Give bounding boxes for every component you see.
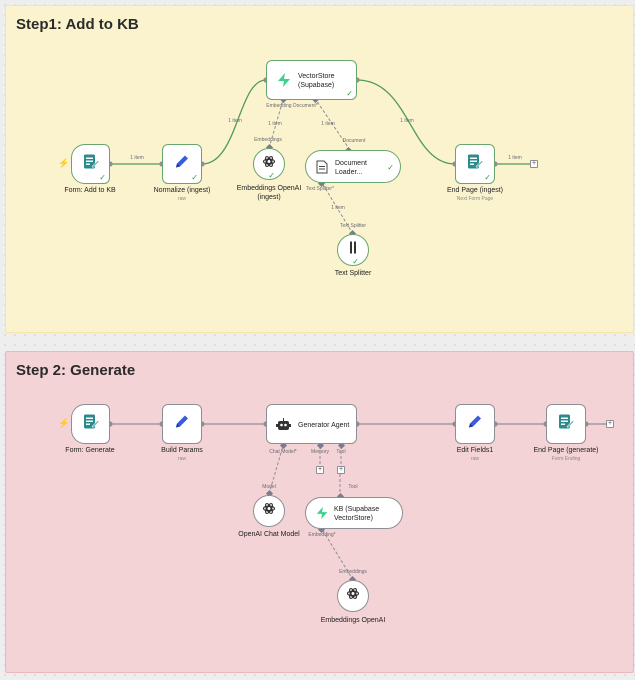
wire-label: 1 item <box>268 121 282 127</box>
success-check-icon: ✓ <box>484 173 491 182</box>
port-label: Text Splitter <box>339 223 367 229</box>
node-generator-agent[interactable]: Generator Agent <box>266 404 357 444</box>
supabase-icon <box>276 72 292 93</box>
node-sublabel: Next Form Page <box>456 196 494 202</box>
port-label: Document <box>342 138 366 144</box>
node-label: End Page (generate) <box>533 447 599 454</box>
node-label: VectorStore (Supabase) <box>298 73 335 89</box>
openai-icon <box>262 502 276 521</box>
trigger-bolt-icon: ⚡ <box>58 418 70 428</box>
node-kb-supabase-vectorstore[interactable]: KB (Supabase VectorStore) <box>305 497 403 529</box>
success-check-icon: ✓ <box>99 173 106 182</box>
node-embeddings-openai-ingest[interactable]: ✓ <box>253 148 285 180</box>
robot-icon <box>276 417 291 437</box>
node-end-page-generate[interactable] <box>546 404 586 444</box>
success-check-icon: ✓ <box>191 173 198 182</box>
node-vectorstore-supabase[interactable]: VectorStore (Supabase) ✓ <box>266 60 357 100</box>
port-label: Tool <box>348 484 358 490</box>
port-label: Embeddings <box>254 137 282 143</box>
node-label: Edit Fields1 <box>456 447 494 454</box>
wire-chatmodel-agent <box>268 445 284 495</box>
node-title: VectorStore (Supabase) <box>298 72 335 90</box>
node-text-splitter[interactable]: ✓ <box>337 234 369 266</box>
splitter-icon <box>347 241 359 260</box>
node-label: Form: Generate <box>65 447 115 454</box>
node-label: Embeddings OpenAI (ingest) <box>236 185 302 201</box>
pencil-icon <box>173 153 191 176</box>
openai-icon <box>262 155 276 174</box>
add-tool-button[interactable]: + <box>337 466 345 474</box>
success-check-icon: ✓ <box>352 257 359 266</box>
form-end-icon <box>557 413 575 436</box>
port-label: Embedding* <box>308 532 336 538</box>
node-build-params[interactable] <box>162 404 202 444</box>
wire-label: 1 item <box>400 118 414 124</box>
form-end-icon <box>466 153 484 176</box>
node-form-generate[interactable] <box>71 404 110 444</box>
wire-label: 1 item <box>321 121 335 127</box>
port-label: Embeddings <box>339 569 367 575</box>
node-end-page-ingest[interactable]: ✓ <box>455 144 495 184</box>
pencil-icon <box>173 413 191 436</box>
node-sublabel: Form Ending <box>551 456 581 462</box>
port-label: Tool <box>336 449 346 455</box>
node-embeddings-openai[interactable] <box>337 580 369 612</box>
form-icon <box>82 413 100 436</box>
node-label: KB (Supabase VectorStore) <box>334 506 380 522</box>
wire-embeddings-vectorstore <box>268 99 284 149</box>
form-icon <box>82 153 100 176</box>
add-memory-button[interactable]: + <box>316 466 324 474</box>
node-normalize-ingest[interactable]: ✓ <box>162 144 202 184</box>
node-label: End Page (ingest) <box>446 187 504 194</box>
node-label: Form: Add to KB <box>64 187 116 194</box>
wire-label: 1 item <box>130 155 144 161</box>
add-node-button[interactable]: + <box>606 420 614 428</box>
wire-normalize-vectorstore <box>201 79 267 165</box>
port-label: Embedding Document* <box>266 103 318 109</box>
port-label: Memory <box>310 449 330 455</box>
section-title: Step 2: Generate <box>16 362 136 379</box>
node-label: Generator Agent <box>298 422 350 429</box>
node-document-loader[interactable]: Document Loader... ✓ <box>305 150 401 183</box>
success-check-icon: ✓ <box>346 89 353 98</box>
node-sublabel: raw <box>470 456 480 462</box>
wire-label: 1 item <box>508 155 522 161</box>
node-label: Document Loader... <box>335 160 367 176</box>
pencil-icon <box>466 413 484 436</box>
openai-icon <box>346 587 360 606</box>
wire-vectorstore-endpage <box>356 79 456 165</box>
node-label: OpenAI Chat Model <box>238 531 300 538</box>
node-edit-fields1[interactable] <box>455 404 495 444</box>
document-icon <box>316 160 328 179</box>
supabase-icon <box>315 506 329 525</box>
node-label: Build Params <box>161 447 203 454</box>
node-form-add-to-kb[interactable]: ✓ <box>71 144 110 184</box>
port-label: Model <box>262 484 276 490</box>
trigger-bolt-icon: ⚡ <box>58 158 70 168</box>
success-check-icon: ✓ <box>387 163 394 172</box>
node-label: Text Splitter <box>334 270 372 277</box>
port-label: Chat Model* <box>269 449 297 455</box>
node-sublabel: raw <box>177 456 187 462</box>
node-label: Normalize (ingest) <box>153 187 211 194</box>
wire-label: 1 item <box>228 118 242 124</box>
node-sublabel: raw <box>177 196 187 202</box>
wire-label: 1 item <box>331 205 345 211</box>
wire-loader-vectorstore <box>315 99 351 151</box>
node-openai-chat-model[interactable] <box>253 495 285 527</box>
node-label: Embeddings OpenAI <box>320 617 386 624</box>
add-node-button[interactable]: + <box>530 160 538 168</box>
success-check-icon: ✓ <box>268 171 275 180</box>
port-label: Text Splitter* <box>305 186 335 192</box>
section-title: Step1: Add to KB <box>16 16 139 33</box>
